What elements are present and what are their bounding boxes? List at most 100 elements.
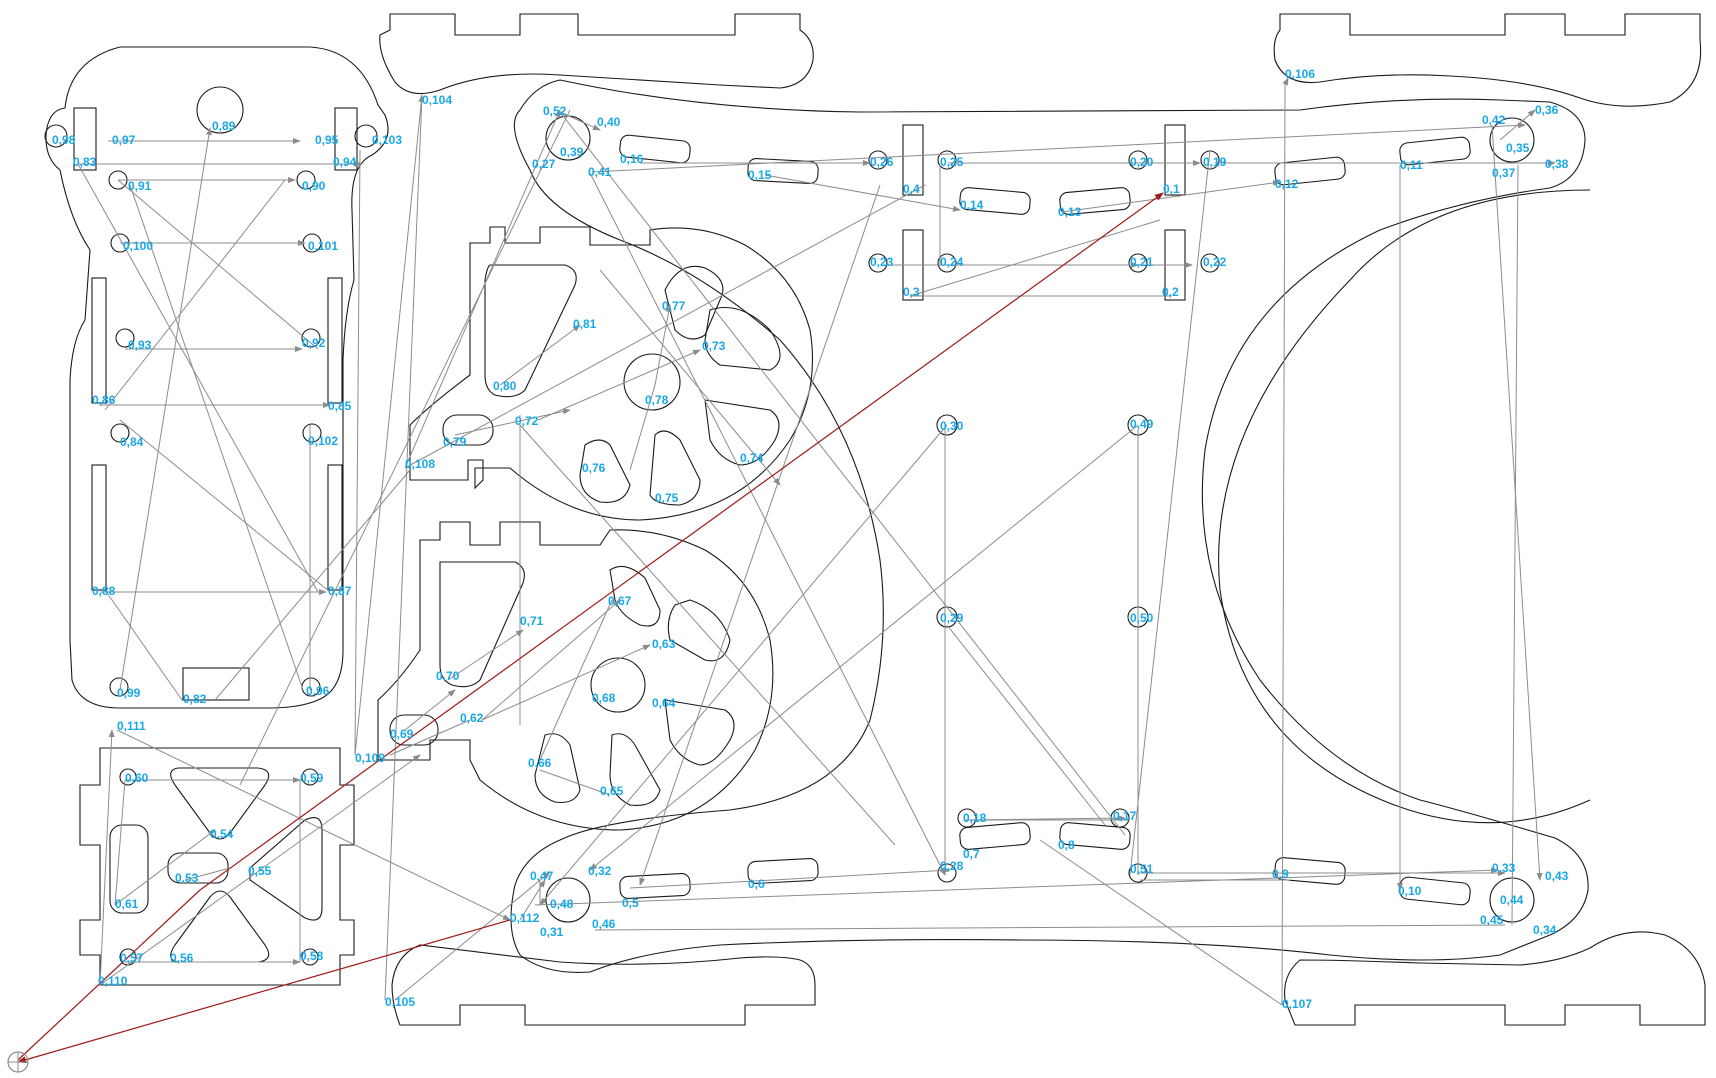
op-label[interactable]: 0,4 [903, 182, 920, 196]
op-label[interactable]: 0,13 [1058, 205, 1082, 219]
op-label[interactable]: 0,33 [1492, 861, 1516, 875]
op-label[interactable]: 0,61 [115, 897, 139, 911]
op-label[interactable]: 0,6 [748, 877, 765, 891]
op-label[interactable]: 0,9 [1272, 867, 1289, 881]
op-label[interactable]: 0,3 [903, 285, 920, 299]
op-label[interactable]: 0,24 [940, 255, 964, 269]
op-label[interactable]: 0,37 [1492, 166, 1516, 180]
op-label[interactable]: 0,70 [436, 669, 460, 683]
op-label[interactable]: 0,74 [740, 451, 764, 465]
op-label[interactable]: 0,58 [300, 949, 324, 963]
op-label[interactable]: 0,56 [170, 951, 194, 965]
op-label[interactable]: 0,71 [520, 614, 544, 628]
op-label[interactable]: 0,62 [460, 711, 484, 725]
op-label[interactable]: 0,105 [385, 995, 415, 1009]
op-label[interactable]: 0,77 [662, 299, 686, 313]
op-label[interactable]: 0,49 [1130, 417, 1154, 431]
op-label[interactable]: 0,38 [1545, 157, 1569, 171]
op-label[interactable]: 0,104 [422, 93, 452, 107]
op-label[interactable]: 0,87 [328, 584, 352, 598]
op-label[interactable]: 0,30 [940, 419, 964, 433]
op-label[interactable]: 0,14 [960, 198, 984, 212]
op-label[interactable]: 0,7 [963, 847, 980, 861]
op-label[interactable]: 0,22 [1203, 255, 1227, 269]
op-label[interactable]: 0,66 [528, 756, 552, 770]
op-label[interactable]: 0,26 [870, 155, 894, 169]
op-label[interactable]: 0,23 [870, 255, 894, 269]
op-label[interactable]: 0,73 [702, 339, 726, 353]
op-label[interactable]: 0,85 [328, 399, 352, 413]
op-label[interactable]: 0,59 [300, 771, 324, 785]
op-label[interactable]: 0,82 [183, 692, 207, 706]
op-label[interactable]: 0,25 [940, 155, 964, 169]
op-label[interactable]: 0,55 [248, 864, 272, 878]
op-label[interactable]: 0,69 [390, 727, 414, 741]
op-label[interactable]: 0,89 [212, 119, 236, 133]
op-label[interactable]: 0,78 [645, 393, 669, 407]
op-label[interactable]: 0,88 [92, 584, 116, 598]
op-label[interactable]: 0,63 [652, 637, 676, 651]
op-label[interactable]: 0,96 [306, 684, 330, 698]
op-label[interactable]: 0,52 [543, 104, 567, 118]
op-label[interactable]: 0,53 [175, 871, 199, 885]
op-label[interactable]: 0,15 [748, 168, 772, 182]
op-label[interactable]: 0,80 [493, 379, 517, 393]
op-label[interactable]: 0,43 [1545, 869, 1569, 883]
op-label[interactable]: 0,10 [1398, 884, 1422, 898]
op-label[interactable]: 0,46 [592, 917, 616, 931]
op-label[interactable]: 0,107 [1282, 997, 1312, 1011]
op-label[interactable]: 0,97 [112, 133, 136, 147]
op-label[interactable]: 0,75 [655, 491, 679, 505]
op-label[interactable]: 0,67 [608, 594, 632, 608]
op-label[interactable]: 0,45 [1480, 913, 1504, 927]
op-label[interactable]: 0,101 [308, 239, 338, 253]
op-label[interactable]: 0,34 [1533, 923, 1557, 937]
op-label[interactable]: 0,57 [120, 951, 144, 965]
op-label[interactable]: 0,48 [550, 897, 574, 911]
op-label[interactable]: 0,65 [600, 784, 624, 798]
op-label[interactable]: 0,5 [622, 896, 639, 910]
op-label[interactable]: 0,106 [1285, 67, 1315, 81]
op-label[interactable]: 0,86 [92, 393, 116, 407]
op-label[interactable]: 0,32 [588, 864, 612, 878]
op-label[interactable]: 0,76 [582, 461, 606, 475]
op-label[interactable]: 0,21 [1130, 255, 1154, 269]
op-label[interactable]: 0,60 [125, 771, 149, 785]
op-label[interactable]: 0,81 [573, 317, 597, 331]
op-label[interactable]: 0,99 [117, 686, 141, 700]
op-label[interactable]: 0,103 [372, 133, 402, 147]
op-label[interactable]: 0,8 [1058, 838, 1075, 852]
op-label[interactable]: 0,72 [515, 414, 539, 428]
op-label[interactable]: 0,27 [532, 157, 556, 171]
op-label[interactable]: 0,108 [405, 457, 435, 471]
op-label[interactable]: 0,41 [588, 165, 612, 179]
op-label[interactable]: 0,68 [592, 691, 616, 705]
op-label[interactable]: 0,2 [1162, 285, 1179, 299]
op-label[interactable]: 0,12 [1275, 177, 1299, 191]
op-label[interactable]: 0,100 [123, 239, 153, 253]
op-label[interactable]: 0,50 [1130, 611, 1154, 625]
op-label[interactable]: 0,83 [73, 155, 97, 169]
op-label[interactable]: 0,39 [560, 145, 584, 159]
op-label[interactable]: 0,17 [1113, 809, 1137, 823]
op-label[interactable]: 0,95 [315, 133, 339, 147]
op-label[interactable]: 0,92 [302, 336, 326, 350]
op-label[interactable]: 0,28 [940, 859, 964, 873]
op-label[interactable]: 0,79 [443, 435, 467, 449]
op-label[interactable]: 0,40 [597, 115, 621, 129]
op-label[interactable]: 0,91 [128, 179, 152, 193]
op-label[interactable]: 0,19 [1203, 155, 1227, 169]
op-label[interactable]: 0,110 [98, 974, 128, 988]
op-label[interactable]: 0,44 [1500, 893, 1524, 907]
op-label[interactable]: 0,51 [1130, 862, 1154, 876]
op-label[interactable]: 0,64 [652, 696, 676, 710]
op-label[interactable]: 0,36 [1535, 103, 1559, 117]
op-label[interactable]: 0,1 [1163, 182, 1180, 196]
op-label[interactable]: 0,16 [620, 152, 644, 166]
op-label[interactable]: 0,112 [510, 911, 540, 925]
op-label[interactable]: 0,20 [1130, 155, 1154, 169]
op-label[interactable]: 0,35 [1506, 141, 1530, 155]
op-label[interactable]: 0,11 [1400, 158, 1423, 172]
origin-marker-icon[interactable] [7, 1051, 29, 1073]
op-label[interactable]: 0,84 [120, 435, 144, 449]
